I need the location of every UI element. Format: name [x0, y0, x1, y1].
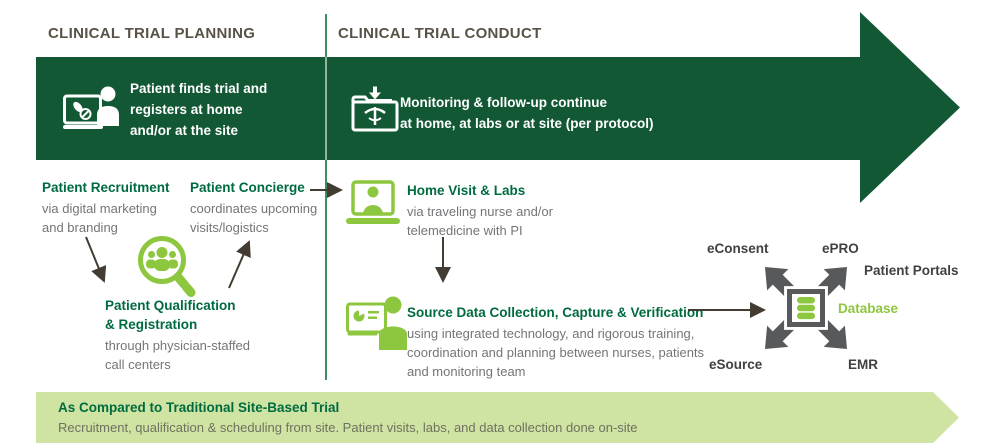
patient-qualification-block: Patient Qualification & Registration thr… — [105, 296, 275, 374]
patient-qualification-desc: through physician-staffed call centers — [105, 338, 251, 372]
database-icon — [797, 297, 815, 320]
hub-label-esource: eSource — [709, 357, 763, 372]
source-data-desc: using integrated technology, and rigorou… — [407, 326, 705, 379]
register-step-text: Patient finds trial and registers at hom… — [130, 81, 268, 138]
patient-recruitment-desc: via digital marketing and branding — [42, 201, 157, 235]
comparison-banner-title: As Compared to Traditional Site-Based Tr… — [58, 400, 340, 415]
phase-divider-line — [325, 14, 327, 380]
patient-online-registration-icon — [63, 86, 119, 129]
home-visit-block: Home Visit & Labs via traveling nurse an… — [407, 181, 627, 240]
hub-arrow-down-right — [818, 320, 848, 350]
hub-spread-arrows-icon — [764, 266, 848, 350]
source-data-title: Source Data Collection, Capture & Verifi… — [407, 305, 704, 320]
patient-concierge-desc: coordinates upcoming visits/logistics — [190, 201, 318, 235]
planning-phase-header: CLINICAL TRIAL PLANNING — [48, 25, 256, 42]
patient-qualification-title: Patient Qualification & Registration — [105, 298, 236, 332]
patient-search-magnifier-icon — [138, 236, 196, 297]
hub-arrow-up-left — [764, 266, 794, 296]
hub-arrow-down-left — [764, 320, 794, 350]
comparison-banner-block: As Compared to Traditional Site-Based Tr… — [58, 398, 638, 437]
patient-recruitment-block: Patient Recruitment via digital marketin… — [42, 178, 192, 237]
patient-concierge-block: Patient Concierge coordinates upcoming v… — [190, 178, 330, 237]
hub-label-database: Database — [838, 301, 899, 316]
patient-concierge-title: Patient Concierge — [190, 180, 305, 195]
patient-recruitment-title: Patient Recruitment — [42, 180, 170, 195]
telemedicine-laptop-icon — [346, 180, 400, 224]
comparison-banner-desc: Recruitment, qualification & scheduling … — [58, 420, 638, 435]
database-box — [787, 289, 825, 327]
home-visit-desc: via traveling nurse and/or telemedicine … — [407, 204, 553, 238]
hub-label-econsent: eConsent — [707, 241, 769, 256]
monitoring-folder-icon — [351, 86, 399, 132]
main-process-arrow — [36, 12, 960, 203]
hub-label-emr: EMR — [848, 357, 878, 372]
hub-label-epro: ePRO — [822, 241, 859, 256]
source-data-collection-icon — [346, 296, 407, 350]
hub-arrow-up-right — [818, 266, 848, 296]
source-data-block: Source Data Collection, Capture & Verifi… — [407, 303, 707, 381]
monitoring-step-text: Monitoring & follow-up continue at home,… — [400, 95, 654, 131]
home-visit-title: Home Visit & Labs — [407, 183, 526, 198]
conduct-phase-header: CLINICAL TRIAL CONDUCT — [338, 25, 542, 42]
phase-divider-line-overlay — [325, 57, 327, 160]
hub-label-patient-portals: Patient Portals — [864, 263, 959, 278]
